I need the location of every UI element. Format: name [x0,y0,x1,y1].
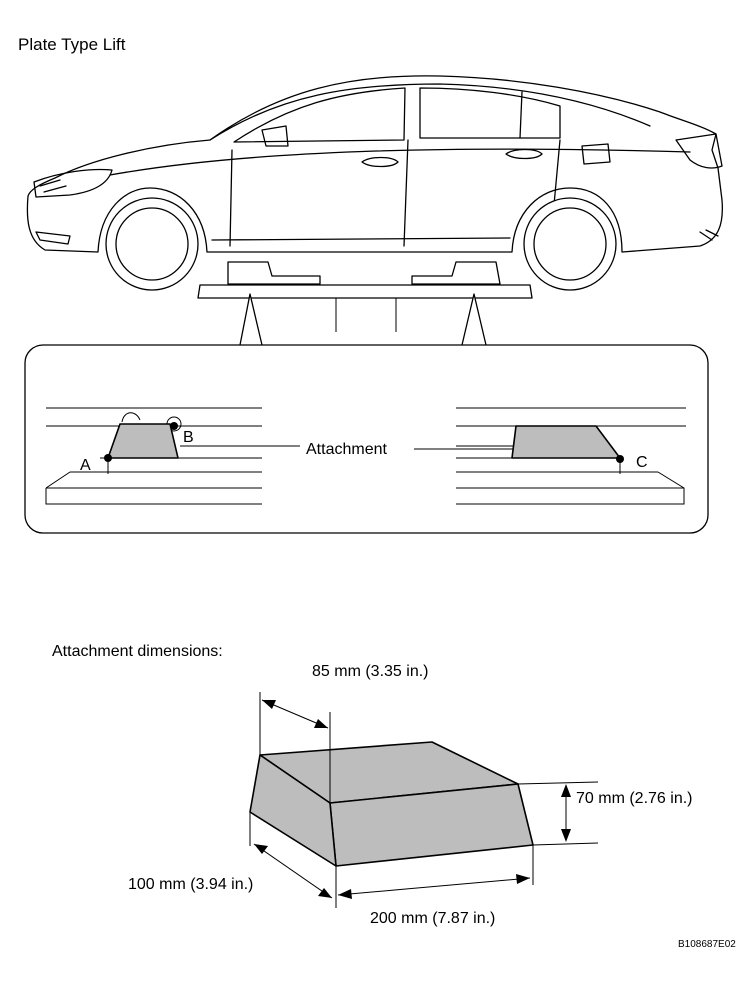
car-illustration [26,75,724,291]
detail-right [456,407,686,505]
dim-length-label: 200 mm (7.87 in.) [370,910,495,927]
rear-wheel [523,197,617,291]
lift-attachment-front [227,261,321,285]
point-b-marker [170,422,178,430]
attachment-label: Attachment [306,441,387,458]
attachment-block-3d [249,741,534,867]
point-a-label: A [80,457,91,474]
lift-attachment-rear [411,261,501,285]
point-c-label: C [636,454,648,471]
dim-width-label: 100 mm (3.94 in.) [128,876,253,893]
diagram-title: Plate Type Lift [18,35,126,54]
attachment-left [107,423,179,459]
lift-plate [197,284,533,299]
dim-height-label: 70 mm (2.76 in.) [576,790,692,807]
figure-code: B108687E02 [678,939,736,950]
front-wheel [105,197,199,291]
detail-callout-box [24,344,709,534]
dim-depth-label: 85 mm (3.35 in.) [312,663,428,680]
dimensions-heading: Attachment dimensions: [52,643,223,660]
attachment-right [511,425,621,459]
point-b-label: B [183,429,194,446]
detail-left [45,407,262,505]
